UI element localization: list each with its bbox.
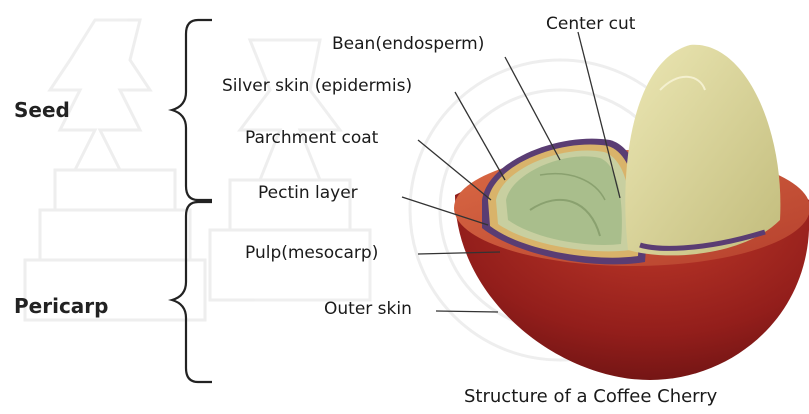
- pericarp-brace: [172, 202, 212, 382]
- pericarp-label: Pericarp: [14, 294, 108, 318]
- pulp-mesocarp-label: Pulp(mesocarp): [245, 243, 378, 263]
- pectin-layer-label: Pectin layer: [258, 183, 358, 203]
- seed-brace: [172, 20, 212, 200]
- silver-skin-label: Silver skin (epidermis): [222, 76, 412, 96]
- bean-endosperm-label: Bean(endosperm): [332, 34, 484, 54]
- diagram-caption: Structure of a Coffee Cherry: [464, 386, 717, 407]
- outer-skin-label: Outer skin: [324, 299, 412, 319]
- center-cut-label: Center cut: [546, 14, 635, 34]
- parchment-coat-label: Parchment coat: [245, 128, 378, 148]
- bean-half-shape: [625, 45, 780, 256]
- seed-label: Seed: [14, 98, 70, 122]
